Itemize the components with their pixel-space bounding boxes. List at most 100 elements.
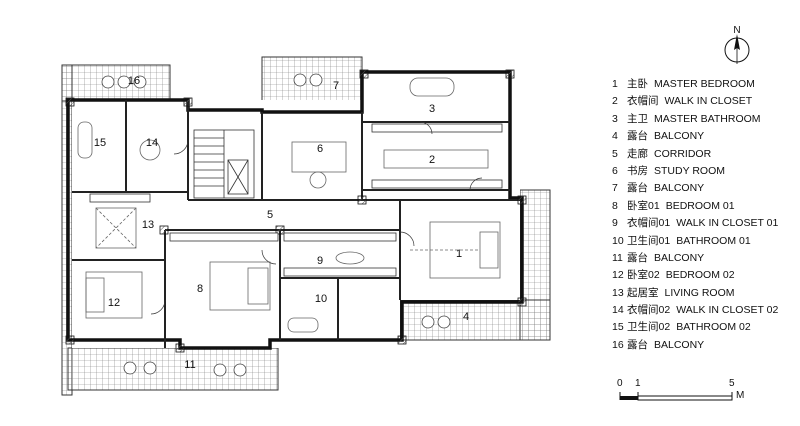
scale-tick-0: 0 [617,378,623,389]
closet-shelving [89,123,503,277]
legend-chinese-name: 起居室 [627,286,659,299]
room-label-8: 8 [197,283,203,295]
room-label-15: 15 [94,137,106,149]
legend-english-name: BEDROOM 01 [665,199,735,212]
legend-item-1: 1 主卧 MASTER BEDROOM [612,76,798,93]
scale-tick-5: 5 [729,378,735,389]
legend-number: 6 [612,164,618,177]
room-label-12: 12 [108,297,120,309]
legend-number: 1 [612,78,618,90]
room-label-16: 16 [128,75,140,87]
room-label-13: 13 [142,219,154,231]
legend-english-name: MASTER BEDROOM [654,78,755,90]
legend-chinese-name: 衣帽间01 [627,217,671,230]
legend-chinese-name: 卫生间01 [627,234,671,247]
legend-number: 4 [612,130,618,143]
legend-number: 9 [612,217,618,230]
legend-chinese-name: 露台 [627,338,648,351]
legend-english-name: WALK IN CLOSET [664,95,753,108]
legend-number: 10 [612,234,624,247]
legend-number: 5 [612,147,618,160]
legend-item-4: 4 露台 BALCONY [612,128,798,145]
north-arrow-icon: N [724,25,750,64]
structural-columns [65,69,527,353]
outdoor-furniture [101,73,451,377]
room-label-5: 5 [267,209,273,221]
legend-chinese-name: 卫生间02 [627,321,671,334]
legend-chinese-name: 露台 [627,251,648,264]
room-label-2: 2 [429,154,435,166]
legend-english-name: WALK IN CLOSET 01 [676,217,779,230]
legend-chinese-name: 书房 [627,164,648,177]
legend-chinese-name: 卧室01 [627,199,660,212]
room-labels: 1 2 3 4 5 6 7 8 9 10 11 12 13 14 15 16 [94,75,469,371]
legend-item-3: 3 主卫 MASTER BATHROOM [612,111,798,128]
legend-number: 11 [612,251,623,264]
door-swings [150,121,483,315]
scale-tick-1: 1 [635,378,641,389]
room-label-11: 11 [184,359,195,371]
room-label-1: 1 [456,248,462,260]
legend-item-11: 11 露台 BALCONY [612,250,798,267]
legend-item-6: 6 书房 STUDY ROOM [612,163,798,180]
bedroom01-bed [209,261,271,311]
legend-english-name: BALCONY [654,182,705,195]
room-label-14: 14 [146,137,158,149]
legend-chinese-name: 卧室02 [627,269,660,282]
legend-english-name: BEDROOM 02 [665,269,735,282]
furniture [77,77,501,333]
master-bathtub [409,77,455,97]
legend-item-2: 2 衣帽间 WALK IN CLOSET [612,93,798,110]
scale-unit: M [736,390,744,401]
north-label: N [733,25,740,36]
bathtub-15 [77,121,93,159]
bathtub-10 [287,317,319,333]
legend-number: 13 [612,286,624,299]
legend-chinese-name: 走廊 [627,147,648,160]
legend-number: 3 [612,112,618,125]
legend-chinese-name: 主卧 [627,78,648,90]
legend-chinese-name: 露台 [627,130,648,143]
legend-number: 12 [612,269,624,282]
legend-english-name: WALK IN CLOSET 02 [676,304,779,317]
legend-item-5: 5 走廊 CORRIDOR [612,146,798,163]
legend-chinese-name: 衣帽间02 [627,304,671,317]
legend-number: 16 [612,338,624,351]
legend-english-name: BALCONY [654,338,705,351]
legend-english-name: BALCONY [654,130,705,143]
scale-bar: 0 1 5 M [617,378,744,401]
legend-english-name: BALCONY [654,251,705,264]
legend-chinese-name: 露台 [627,182,648,195]
legend-number: 7 [612,182,618,195]
legend-number: 2 [612,95,618,108]
balcony-11 [67,347,279,391]
legend-item-7: 7 露台 BALCONY [612,180,798,197]
room-label-9: 9 [317,255,323,267]
legend-chinese-name: 主卫 [627,112,648,125]
room-label-6: 6 [317,143,323,155]
room-label-10: 10 [315,293,327,305]
room-label-4: 4 [463,311,469,323]
room-legend: 1 主卧 MASTER BEDROOM 2 衣帽间 WALK IN CLOSET 3 主卫 MA… [612,76,798,354]
balcony-16 [61,64,171,102]
legend-english-name: STUDY ROOM [654,164,725,177]
legend-english-name: CORRIDOR [654,147,712,160]
legend-english-name: BATHROOM 01 [676,234,751,247]
legend-number: 15 [612,321,624,334]
legend-item-9: 9 衣帽间01 WALK IN CLOSET 01 [612,215,798,232]
legend-english-name: MASTER BATHROOM [654,112,761,125]
legend-number: 14 [612,304,624,317]
room-label-3: 3 [429,103,435,115]
staircase [193,129,255,199]
room-label-7: 7 [333,80,339,92]
legend-chinese-name: 衣帽间 [627,95,659,108]
legend-english-name: BATHROOM 02 [676,321,751,334]
